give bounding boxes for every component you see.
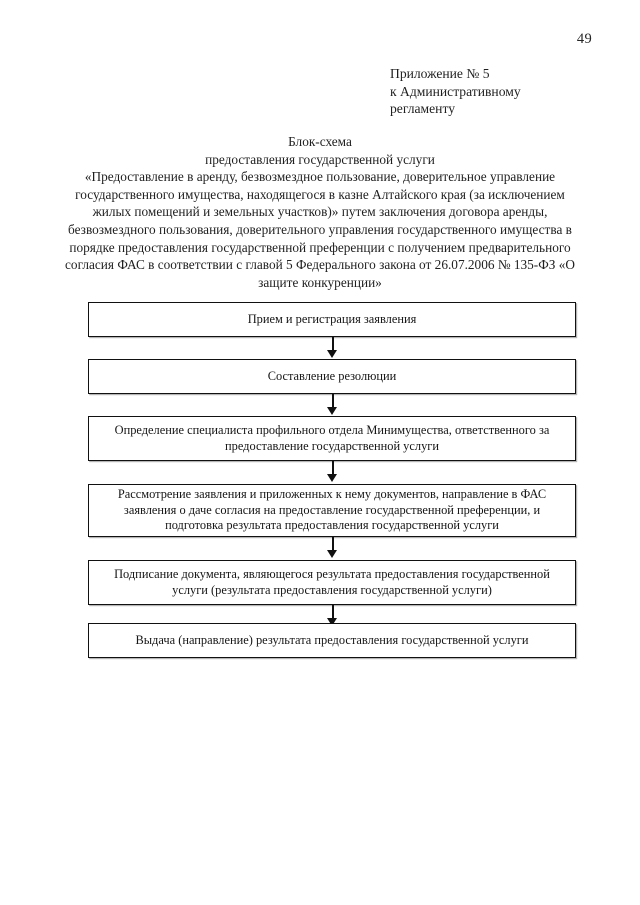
title-description: «Предоставление в аренду, безвозмездное … (65, 169, 575, 290)
flow-node-label: Подписание документа, являющегося резуль… (114, 566, 550, 597)
connector-line (332, 605, 334, 620)
arrow-down-icon (327, 618, 337, 626)
flow-node-step-2: Составление резолюции (88, 359, 576, 394)
flow-connector-3-4 (88, 461, 576, 484)
flow-connector-2-3 (88, 394, 576, 416)
flow-node-label: Прием и регистрация заявления (247, 311, 417, 326)
appendix-header-line-3: регламенту (390, 101, 456, 116)
arrow-down-icon (327, 474, 337, 482)
connector-line (332, 394, 334, 409)
appendix-header-line-2: к Административному (390, 83, 521, 99)
flow-node-label: Определение специалиста профильного отде… (114, 422, 550, 453)
appendix-header-line-1: Приложение № 5 (390, 66, 490, 81)
flow-node-label: Выдача (направление) результата предоста… (135, 632, 529, 647)
flow-node-step-1: Прием и регистрация заявления (88, 302, 576, 337)
flow-node-step-5: Подписание документа, являющегося резуль… (88, 560, 576, 605)
flow-node-label: Рассмотрение заявления и приложенных к н… (117, 487, 547, 533)
flowchart: Прием и регистрация заявления Составлени… (88, 302, 576, 658)
flow-node-step-6: Выдача (направление) результата предоста… (88, 623, 576, 658)
connector-line (332, 461, 334, 476)
title-line-2: предоставления государственной услуги (205, 151, 435, 167)
flow-connector-1-2 (88, 337, 576, 359)
appendix-header: Приложение № 5 к Административному регла… (390, 65, 620, 118)
flow-connector-4-5 (88, 537, 576, 560)
title-line-1: Блок-схема (288, 134, 352, 149)
flow-node-step-4: Рассмотрение заявления и приложенных к н… (88, 484, 576, 537)
connector-line (332, 337, 334, 352)
page-number: 49 (576, 31, 592, 47)
flow-node-label: Составление резолюции (267, 368, 397, 383)
document-title-block: Блок-схема предоставления государственно… (62, 133, 578, 291)
arrow-down-icon (327, 550, 337, 558)
connector-line (332, 537, 334, 552)
flow-node-step-3: Определение специалиста профильного отде… (88, 416, 576, 461)
arrow-down-icon (327, 350, 337, 358)
flow-connector-5-6 (88, 605, 576, 626)
arrow-down-icon (327, 407, 337, 415)
